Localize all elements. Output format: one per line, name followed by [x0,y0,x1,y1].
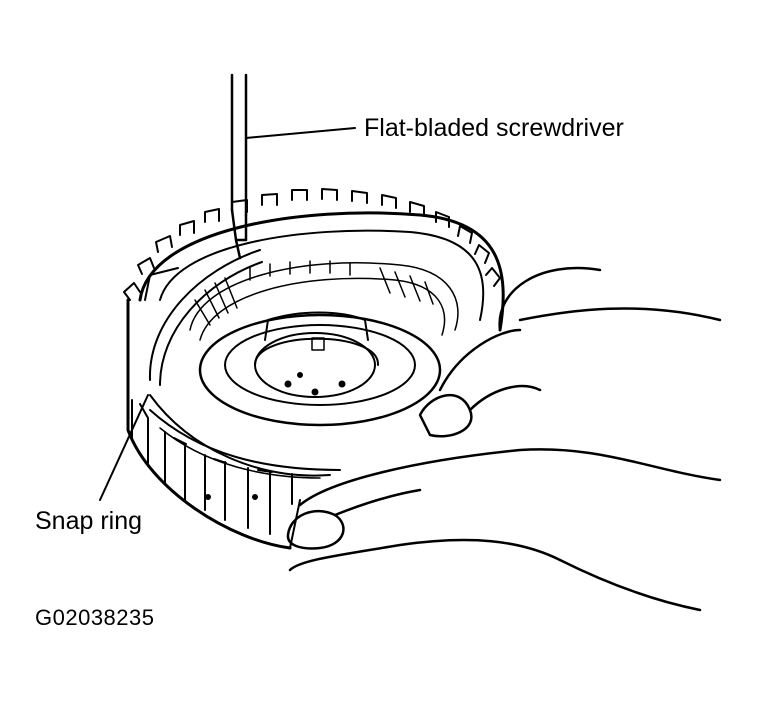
snap-ring-callout-label: Snap ring [35,507,143,535]
drum-teeth [123,188,501,301]
flat-bladed-screwdriver [230,73,248,260]
snap-ring-leader-line [99,394,149,501]
leader-lines [99,127,356,501]
clutch-plates [189,260,459,341]
screwdriver-callout-label: Flat-bladed screwdriver [364,114,624,142]
clutch-drum [123,188,505,550]
snap-ring [144,249,263,386]
figure-id: G02038235 [35,605,155,630]
center-hub [198,311,442,427]
screwdriver-leader-line [245,127,356,139]
hand [286,266,722,612]
